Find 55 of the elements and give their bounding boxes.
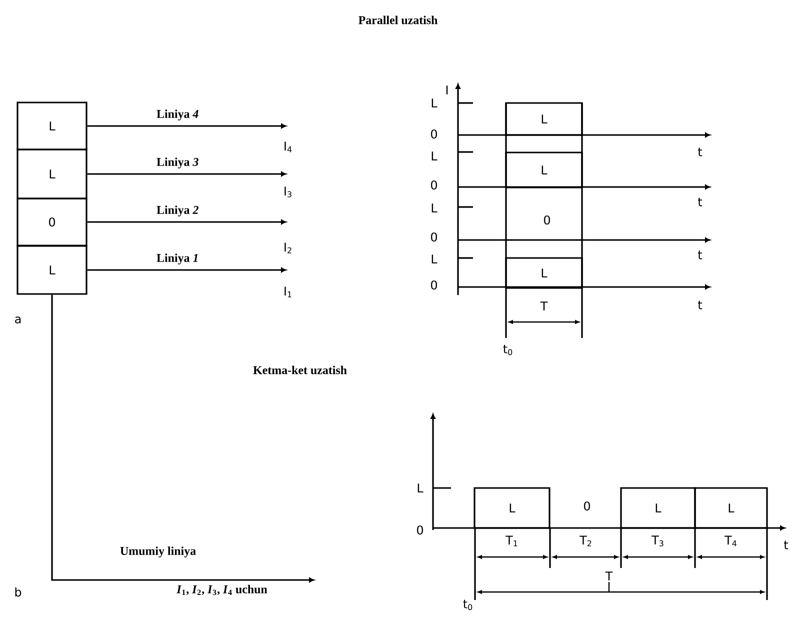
level-label: 0 (416, 525, 424, 535)
axis-label: t (698, 250, 702, 260)
caption-text: I$_{1}$, I$_{2}$, I$_{3}$, I$_{4}$ uchun (176, 584, 268, 596)
edge-label: Liniya 3 (156, 156, 200, 170)
signal-label: I$_{1}$ (284, 286, 292, 298)
axis-label: t (784, 540, 788, 550)
panel-label: a (15, 316, 21, 324)
arrow (87, 268, 286, 272)
dimension-label: T$_{2}$ (578, 534, 594, 548)
axis-label: t (698, 198, 702, 206)
level-label: 0 (430, 280, 438, 290)
dimension-label: T$_{4}$ (724, 534, 738, 548)
register-cell: L (16, 148, 88, 200)
bit-value: 0 (584, 501, 590, 511)
dimension-label: T$_{1}$ (504, 534, 520, 548)
level-label: L (432, 98, 438, 108)
axis-label: t (698, 300, 702, 310)
signal-pulse: L (505, 257, 583, 289)
bit-value: 0 (544, 215, 550, 225)
time-label: t$_{0}$ (503, 344, 512, 356)
signal-label: I$_{3}$ (284, 186, 292, 198)
heading: Parallel uzatish (358, 16, 438, 24)
signal-pulse: L (505, 152, 583, 188)
level-label: L (432, 204, 438, 212)
dimension-label: T$_{3}$ (650, 534, 666, 548)
signal-label: I$_{4}$ (284, 142, 292, 152)
level-label: L (432, 254, 438, 264)
level-label: 0 (430, 129, 438, 139)
arrow (87, 124, 286, 128)
dimension-label: T (604, 570, 614, 582)
signal-pulse: L (474, 487, 550, 529)
edge-label: Liniya 4 (156, 108, 200, 122)
arrow (51, 294, 314, 582)
register-cell: L (16, 245, 88, 295)
arrow (87, 220, 286, 224)
signal-pulse: L (505, 102, 583, 136)
register-cell: 0 (16, 198, 88, 246)
level-label: 0 (430, 180, 438, 190)
arrow (87, 172, 286, 176)
heading: Ketma-ket uzatish (253, 366, 347, 374)
panel-label: b (15, 587, 22, 597)
signal-label: I$_{2}$ (284, 242, 292, 254)
edge-label: Umumiy liniya (118, 546, 198, 558)
axis-label: I (446, 86, 448, 94)
time-label: t$_{0}$ (463, 600, 472, 610)
level-label: 0 (430, 232, 438, 242)
edge-label: Liniya 1 (156, 252, 200, 266)
signal-pulse: L (620, 487, 696, 529)
register-cell: L (16, 102, 88, 150)
signal-pulse: L (694, 487, 768, 529)
level-label: L (432, 152, 438, 160)
level-label: L (418, 484, 424, 492)
dimension-label: T (539, 300, 549, 312)
axis-label: t (698, 148, 702, 156)
edge-label: Liniya 2 (156, 204, 200, 218)
